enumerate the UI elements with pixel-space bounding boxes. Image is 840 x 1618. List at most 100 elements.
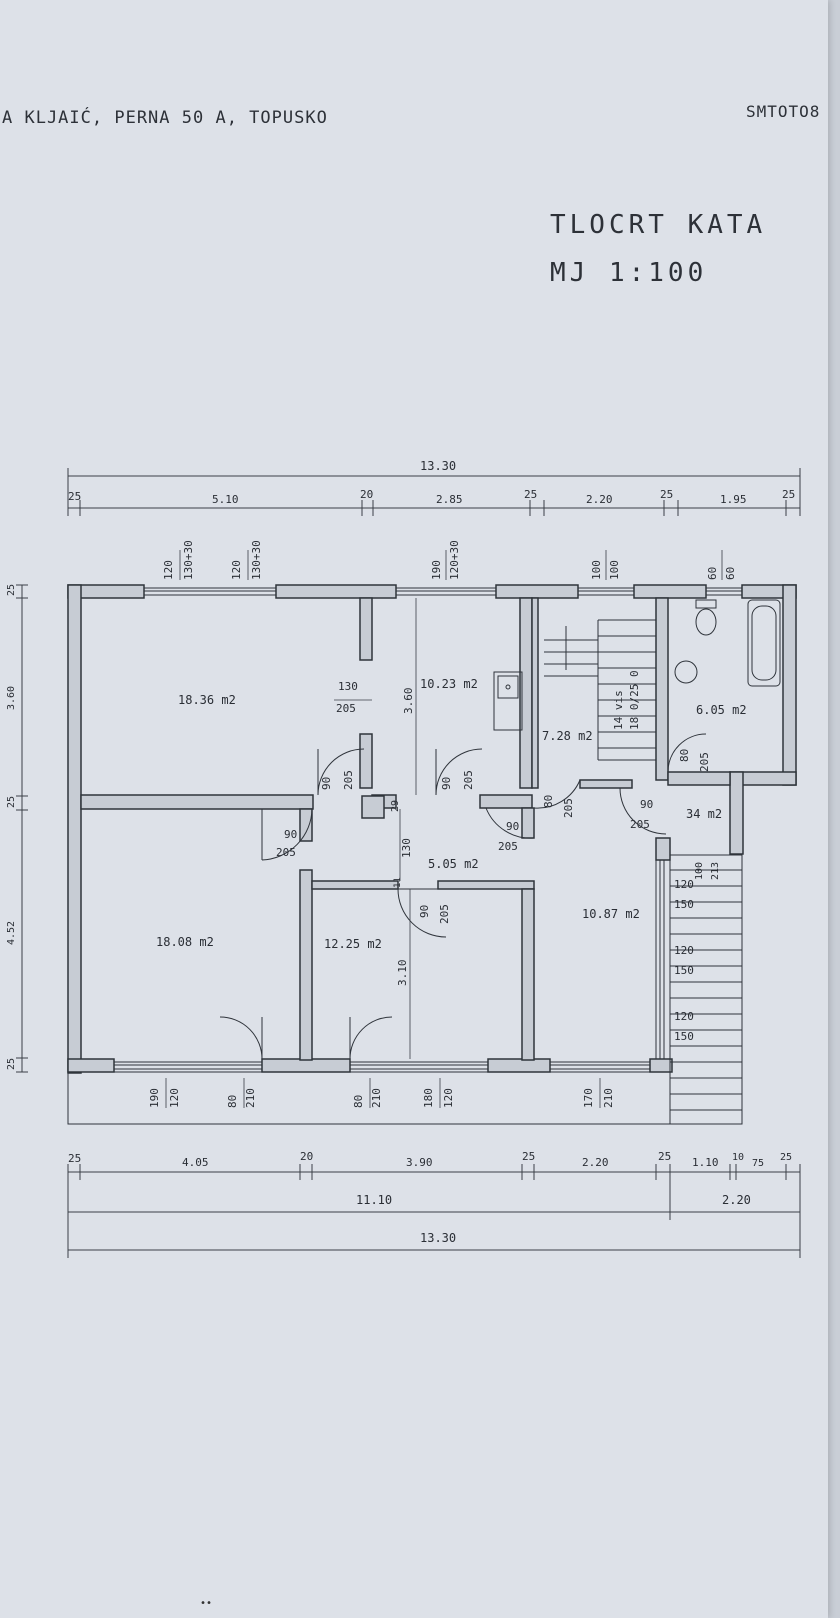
window-label: 190	[148, 1088, 161, 1108]
windows	[114, 587, 742, 1070]
washbasin	[674, 660, 698, 684]
dim-top-total: 13.30	[420, 459, 456, 473]
door-label: 205	[336, 702, 356, 715]
door-label: 205	[498, 840, 518, 853]
room-area: 10.23 m2	[420, 677, 478, 691]
door-label: 80	[542, 795, 555, 808]
window-label: 80	[352, 1095, 365, 1108]
drawing-scale: MJ 1:100	[550, 258, 708, 288]
door-label: 80	[678, 749, 691, 762]
balcony-stair	[67, 854, 743, 1125]
inner-dim: 11	[393, 877, 403, 888]
window-label: 120	[168, 1088, 181, 1108]
top-dimension-lines	[67, 468, 801, 516]
room-area: 10.87 m2	[582, 907, 640, 921]
left-dimension-line	[16, 584, 28, 1073]
dim-top-seg: 25	[68, 490, 81, 503]
dim-bottom-seg: 25	[522, 1150, 535, 1163]
dim-top-seg: 25	[660, 488, 673, 501]
inner-dim: 130	[400, 838, 413, 858]
footer-mark: ••	[200, 1598, 213, 1609]
door-label: 90	[506, 820, 519, 833]
bottom-dimension-lines	[67, 1164, 801, 1258]
dim-bottom-seg: 3.90	[406, 1156, 433, 1169]
door-label: 205	[462, 770, 475, 790]
stair-label: 14 vis	[612, 690, 625, 730]
balcony-label: 150	[674, 898, 694, 911]
window-label: 210	[244, 1088, 257, 1108]
owner-address: A KLJAIĆ, PERNA 50 A, TOPUSKO	[2, 108, 328, 128]
dim-bottom-sub: 2.20	[722, 1193, 751, 1207]
bathtub	[747, 599, 781, 687]
balcony-label: 100	[694, 862, 705, 880]
balcony-label: 120	[674, 1010, 694, 1023]
dim-left: 25	[6, 796, 17, 808]
door-label: 205	[342, 770, 355, 790]
stair-label: 18 0/25 0	[628, 670, 641, 730]
window-label: 130+30	[250, 540, 263, 580]
door-label: 205	[630, 818, 650, 831]
window-label: 210	[602, 1088, 615, 1108]
balcony-label: 213	[710, 862, 721, 880]
balcony-label: 150	[674, 1030, 694, 1043]
door-label: 205	[276, 846, 296, 859]
door-label: 90	[320, 777, 333, 790]
dim-top-seg: 5.10	[212, 493, 239, 506]
room-area: 6.05 m2	[696, 703, 747, 717]
dim-top-seg: 2.20	[586, 493, 613, 506]
dim-left: 25	[6, 1058, 17, 1070]
staircase	[544, 619, 656, 761]
balcony-label: 120	[674, 878, 694, 891]
dim-left: 25	[6, 584, 17, 596]
window-label: 100	[608, 560, 621, 580]
room-area: 18.36 m2	[178, 693, 236, 707]
dim-top-seg: 25	[782, 488, 795, 501]
room-area: 12.25 m2	[324, 937, 382, 951]
window-label: 100	[590, 560, 603, 580]
inner-dim: 3.10	[396, 960, 409, 987]
dim-bottom-seg: 20	[300, 1150, 313, 1163]
inner-dim: 3.60	[402, 688, 415, 715]
kitchen-sink	[493, 671, 523, 731]
window-label: 120	[162, 560, 175, 580]
door-label: 205	[562, 798, 575, 818]
door-label: 130	[338, 680, 358, 693]
inner-dim: 29	[390, 800, 401, 812]
window-label: 60	[724, 567, 737, 580]
toilet	[695, 599, 717, 636]
window-label: 120	[230, 560, 243, 580]
window-label: 170	[582, 1088, 595, 1108]
dim-top-seg: 25	[524, 488, 537, 501]
window-label: 190	[430, 560, 443, 580]
dim-bottom-seg: 2.20	[582, 1156, 609, 1169]
dim-bottom-total: 13.30	[420, 1231, 456, 1245]
inner-dim-lines	[334, 598, 417, 1059]
drawing-title: TLOCRT KATA	[550, 210, 767, 240]
room-area: 18.08 m2	[156, 935, 214, 949]
dim-bottom-seg: 1.10	[692, 1156, 719, 1169]
dim-bottom-seg: 4.05	[182, 1156, 209, 1169]
walls	[67, 584, 797, 1074]
dim-bottom-seg: 75	[752, 1158, 764, 1169]
window-label: 60	[706, 567, 719, 580]
door-label: 90	[418, 905, 431, 918]
dim-top-seg: 1.95	[720, 493, 747, 506]
room-area: 34 m2	[686, 807, 722, 821]
dim-left: 4.52	[6, 921, 17, 945]
door-label: 90	[440, 777, 453, 790]
dim-top-seg: 2.85	[436, 493, 463, 506]
window-label: 130+30	[182, 540, 195, 580]
room-area: 5.05 m2	[428, 857, 479, 871]
dim-bottom-seg: 25	[68, 1152, 81, 1165]
dim-bottom-sub: 11.10	[356, 1193, 392, 1207]
dim-bottom-seg: 25	[658, 1150, 671, 1163]
window-label: 210	[370, 1088, 383, 1108]
door-swings	[219, 733, 707, 1060]
window-label-rules	[165, 550, 723, 1108]
dim-bottom-seg: 25	[780, 1152, 792, 1163]
dim-top-seg: 20	[360, 488, 373, 501]
door-label: 90	[284, 828, 297, 841]
dim-left: 3.60	[6, 686, 17, 710]
